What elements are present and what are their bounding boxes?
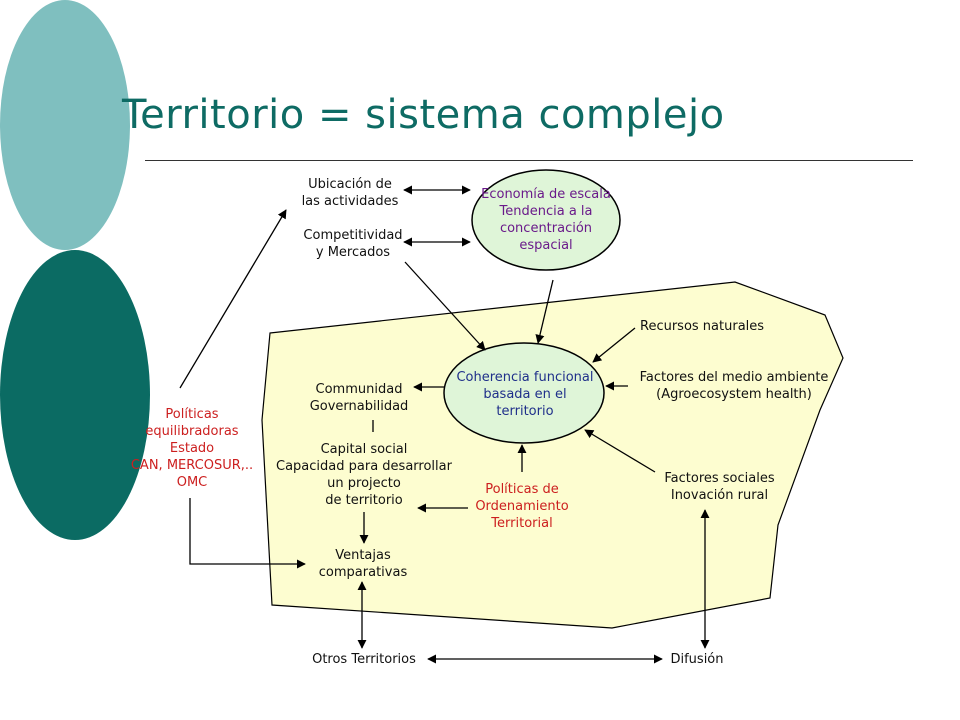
factores-sociales-label: Factores sociales Inovación rural [652,470,787,504]
arrow-politicas-ubicacion [179,209,287,389]
otros-territorios-label: Otros Territorios [298,651,430,668]
difusion-label: Difusión [664,651,730,668]
difusion-line-1: Difusión [670,652,724,667]
ambiente-line-2: (Agroecosystem health) [656,387,812,402]
arrow-competitividad-coherencia [404,261,486,351]
ubicacion-line-1: Ubicación de [308,177,392,192]
communidad-label: Communidad Governabilidad [304,381,414,415]
decorative-circle-light [0,0,130,250]
communidad-line-2: Governabilidad [309,399,409,414]
equilibradoras-line-3: Estado [169,441,215,456]
competitividad-label: Competitividad y Mercados [290,227,416,261]
ubicacion-line-2: las actividades [301,194,399,209]
communidad-line-1: Communidad [315,382,403,397]
decorative-circle-dark [0,250,150,540]
otros-line-1: Otros Territorios [312,652,416,667]
title-divider [145,160,913,161]
equilibradoras-line-4: CAN, MERCOSUR,.. [130,458,254,473]
coherencia-ellipse [443,342,605,444]
coherencia-line-2: basada en el [483,387,567,402]
capital-social-label: Capital social Capacidad para desarrolla… [268,441,460,509]
ventajas-label: Ventajas comparativas [308,547,418,581]
recursos-line-1: Recursos naturales [640,319,765,334]
factores-ambiente-label: Factores del medio ambiente (Agroecosyst… [628,369,840,403]
ventajas-line-1: Ventajas [335,548,391,563]
territory-region [261,281,844,629]
coherencia-label: Coherencia funcional basada en el territ… [450,369,600,420]
competitividad-line-1: Competitividad [303,228,403,243]
economia-line-1: Economía de escala [481,187,611,202]
capital-line-4: de territorio [325,493,403,508]
economia-line-3: concentración [499,221,593,236]
coherencia-line-1: Coherencia funcional [456,370,594,385]
politicas-equilibradoras-label: Políticas equilibradoras Estado CAN, MER… [122,406,262,491]
economia-line-2: Tendencia a la [499,204,593,219]
ubicacion-label: Ubicación de las actividades [290,176,410,210]
capital-line-1: Capital social [320,442,408,457]
ventajas-line-2: comparativas [318,565,408,580]
ordenamiento-line-1: Políticas de [485,482,559,497]
economia-ellipse [471,169,621,271]
sociales-line-1: Factores sociales [664,471,775,486]
recursos-label: Recursos naturales [640,318,790,335]
ordenamiento-line-3: Territorial [491,516,553,531]
politicas-ordenamiento-label: Políticas de Ordenamiento Territorial [466,481,578,532]
sociales-line-2: Inovación rural [670,488,769,503]
economia-line-4: espacial [519,238,573,253]
equilibradoras-line-1: Políticas [165,407,219,422]
coherencia-line-3: territorio [496,404,554,419]
economia-label: Economía de escala Tendencia a la concen… [472,186,620,254]
slide-title: Territorio = sistema complejo [122,92,725,138]
competitividad-line-2: y Mercados [315,245,391,260]
ambiente-line-1: Factores del medio ambiente [639,370,829,385]
arrow-politicas-ventajas [189,498,306,569]
capital-line-3: un projecto [327,476,401,491]
arrow-economia-coherencia [535,279,554,344]
arrow-sociales-coherencia [584,429,656,473]
capital-line-2: Capacidad para desarrollar [276,459,452,474]
arrow-recursos-coherencia [592,327,636,363]
equilibradoras-line-2: equilibradoras [145,424,239,439]
ordenamiento-line-2: Ordenamiento [475,499,569,514]
equilibradoras-line-5: OMC [176,475,208,490]
